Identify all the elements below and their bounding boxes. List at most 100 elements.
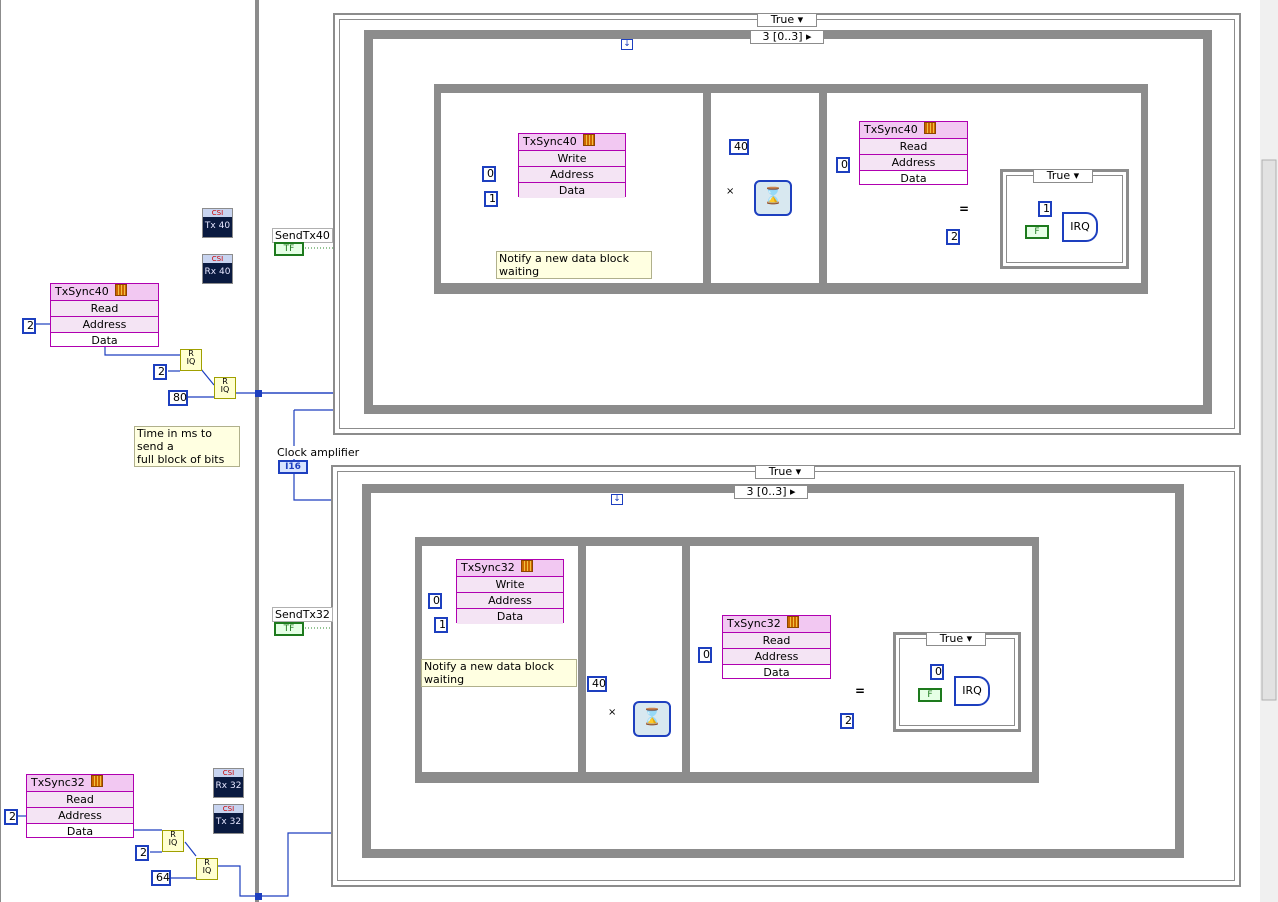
csi-tx32-indicator: CSI Tx 32 — [213, 804, 244, 834]
csi-rx32-label: Rx 32 — [215, 781, 242, 791]
equal-operator-top: = — [959, 202, 970, 216]
property-node-row: Read — [27, 792, 133, 808]
irq-node-top[interactable]: IRQ — [1062, 212, 1098, 242]
comment-time-ms-line1: Time in ms to send a — [137, 427, 212, 453]
property-node-row: Data — [900, 172, 927, 185]
property-node-txsync40-left[interactable]: TxSync40 Read Address Data — [50, 283, 159, 347]
flat-sequence-top-frame-2 — [710, 92, 820, 284]
fpga-grid-icon — [520, 560, 533, 572]
constant-bottom-write-address[interactable]: 0 — [428, 593, 442, 609]
case-selector-bottom-value: True — [768, 465, 793, 478]
case-selector-bottom[interactable]: True ▾ — [755, 465, 815, 479]
sequence-selector-top-value: 3 [0..3] — [762, 30, 803, 43]
csi-rx32-indicator: CSI Rx 32 — [213, 768, 244, 798]
sequence-selector-bottom[interactable]: 3 [0..3] ▸ — [734, 485, 808, 499]
control-sendtx40[interactable]: TF — [274, 242, 304, 256]
constant-top-read-address[interactable]: 0 — [836, 157, 850, 173]
csi-rx40-label: Rx 40 — [204, 267, 231, 277]
div-r: R — [204, 858, 210, 867]
csi-top-label: CSI — [214, 805, 243, 813]
property-node-row: Read — [860, 139, 967, 155]
constant-bottom-write-data[interactable]: 1 — [434, 617, 448, 633]
property-node-row: Data — [91, 334, 118, 347]
tunnel-down-icon: ↓ — [611, 494, 623, 505]
csi-top-label: CSI — [203, 255, 232, 263]
boolean-false-top[interactable]: F — [1025, 225, 1049, 239]
inner-case-selector-bottom[interactable]: True ▾ — [926, 632, 986, 646]
property-node-title: TxSync32 — [461, 561, 515, 574]
label-sendtx40: SendTx40 — [272, 228, 333, 243]
property-node-row: Write — [457, 577, 563, 593]
csi-rx40-indicator: CSI Rx 40 — [202, 254, 233, 284]
multiply-operator-bottom: × — [608, 707, 617, 718]
fpga-grid-icon — [114, 284, 127, 296]
property-node-row: Address — [723, 649, 830, 665]
multiply-operator-top: × — [726, 186, 735, 197]
comment-time-ms: Time in ms to send a full block of bits — [134, 426, 240, 467]
property-node-txsync40-write[interactable]: TxSync40 Write Address Data — [518, 133, 626, 198]
constant-left32-address[interactable]: 2 — [4, 809, 18, 825]
boolean-false-bottom[interactable]: F — [918, 688, 942, 702]
property-node-row: Data — [519, 183, 625, 198]
constant-top-irq-1[interactable]: 1 — [1038, 201, 1052, 217]
property-node-txsync32-read[interactable]: TxSync32 Read Address Data — [722, 615, 831, 679]
constant-left40-address[interactable]: 2 — [22, 318, 36, 334]
inner-case-selector-top[interactable]: True ▾ — [1033, 169, 1093, 183]
csi-top-label: CSI — [214, 769, 243, 777]
div-iq: IQ — [202, 866, 212, 875]
property-node-title: TxSync40 — [55, 285, 109, 298]
constant-top-write-data[interactable]: 1 — [484, 191, 498, 207]
div-iq: IQ — [220, 385, 230, 394]
case-selector-top-value: True — [770, 13, 795, 26]
property-node-row: Address — [27, 808, 133, 824]
constant-top-40[interactable]: 40 — [729, 139, 749, 155]
constant-top-eq-2[interactable]: 2 — [946, 229, 960, 245]
property-node-row: Address — [860, 155, 967, 171]
constant-bottom-irq-0[interactable]: 0 — [930, 664, 944, 680]
constant-64[interactable]: 64 — [151, 870, 171, 886]
property-node-row: Address — [519, 167, 625, 183]
fpga-grid-icon — [923, 122, 936, 134]
property-node-row: Data — [66, 825, 94, 838]
constant-div32-2[interactable]: 2 — [135, 845, 149, 861]
control-clock-amplifier[interactable]: I16 — [278, 460, 308, 474]
constant-80[interactable]: 80 — [168, 390, 188, 406]
sequence-selector-top[interactable]: 3 [0..3] ▸ — [750, 30, 824, 44]
csi-tx32-label: Tx 32 — [215, 817, 242, 827]
comment-time-ms-line2: full block of bits — [137, 453, 225, 466]
constant-top-write-address[interactable]: 0 — [482, 166, 496, 182]
sequence-selector-bottom-value: 3 [0..3] — [746, 485, 787, 498]
property-node-row: Address — [51, 317, 158, 333]
comment-notify-bottom: Notify a new data block waiting — [421, 659, 577, 687]
wait-ms-icon-bottom[interactable]: ⌛ — [633, 701, 671, 737]
label-sendtx32: SendTx32 — [272, 607, 333, 622]
constant-bottom-read-address[interactable]: 0 — [698, 647, 712, 663]
irq-node-bottom[interactable]: IRQ — [954, 676, 990, 706]
property-node-txsync32-write[interactable]: TxSync32 Write Address Data — [456, 559, 564, 624]
fpga-grid-icon — [786, 616, 799, 628]
csi-tx40-indicator: CSI Tx 40 — [202, 208, 233, 238]
property-node-row: Data — [763, 666, 790, 679]
control-sendtx32[interactable]: TF — [274, 622, 304, 636]
constant-div40-2[interactable]: 2 — [153, 364, 167, 380]
div-r: R — [222, 377, 228, 386]
comment-notify-top: Notify a new data block waiting — [496, 251, 652, 279]
wait-ms-icon-top[interactable]: ⌛ — [754, 180, 792, 216]
case-selector-top[interactable]: True ▾ — [757, 13, 817, 27]
fpga-grid-icon — [582, 134, 595, 146]
property-node-txsync32-left[interactable]: TxSync32 Read Address Data — [26, 774, 134, 838]
property-node-title: TxSync40 — [864, 123, 918, 136]
property-node-title: TxSync32 — [31, 776, 85, 789]
inner-case-selector-top-value: True — [1046, 169, 1071, 182]
div-r: R — [188, 349, 194, 358]
div-r: R — [170, 830, 176, 839]
div-iq: IQ — [186, 357, 196, 366]
constant-bottom-40[interactable]: 40 — [587, 676, 607, 692]
property-node-row: Address — [457, 593, 563, 609]
property-node-row: Read — [51, 301, 158, 317]
property-node-txsync40-read[interactable]: TxSync40 Read Address Data — [859, 121, 968, 185]
constant-bottom-eq-2[interactable]: 2 — [840, 713, 854, 729]
